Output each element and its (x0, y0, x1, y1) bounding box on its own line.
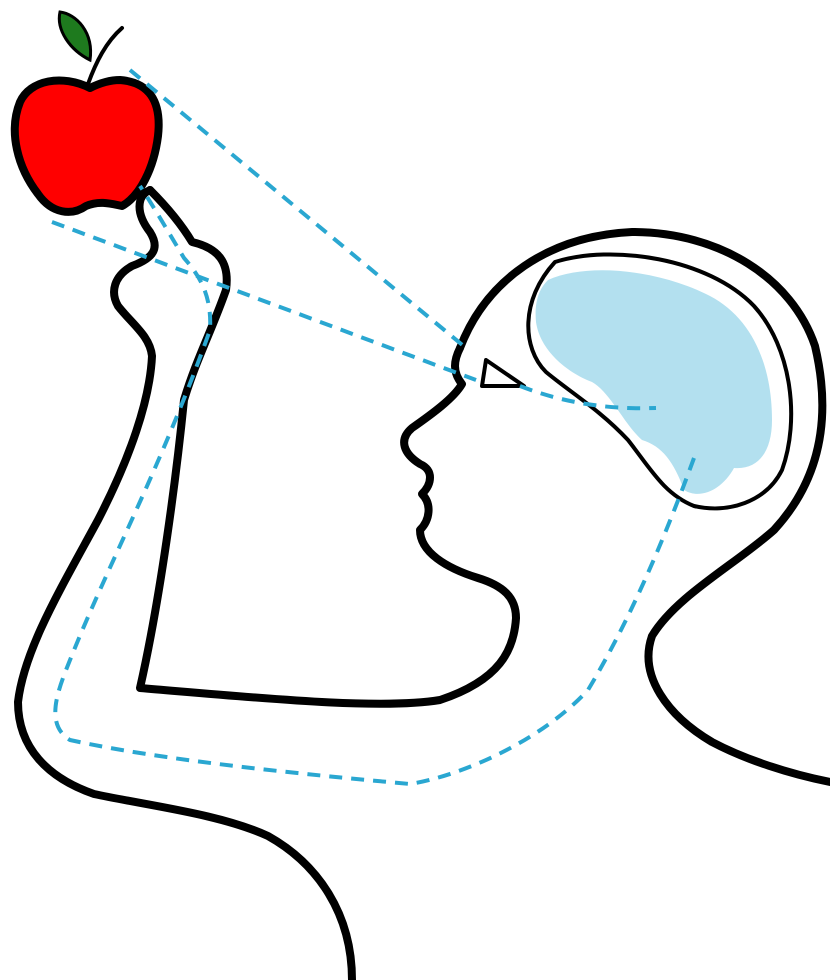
eye-icon (482, 360, 524, 386)
apple-stem (88, 28, 122, 84)
leaf-icon (59, 12, 90, 60)
brain-icon (536, 270, 772, 494)
sight-line-top (130, 70, 466, 348)
face-profile-outline (140, 190, 516, 704)
apple-icon (15, 80, 159, 212)
hand-outline (18, 190, 352, 980)
